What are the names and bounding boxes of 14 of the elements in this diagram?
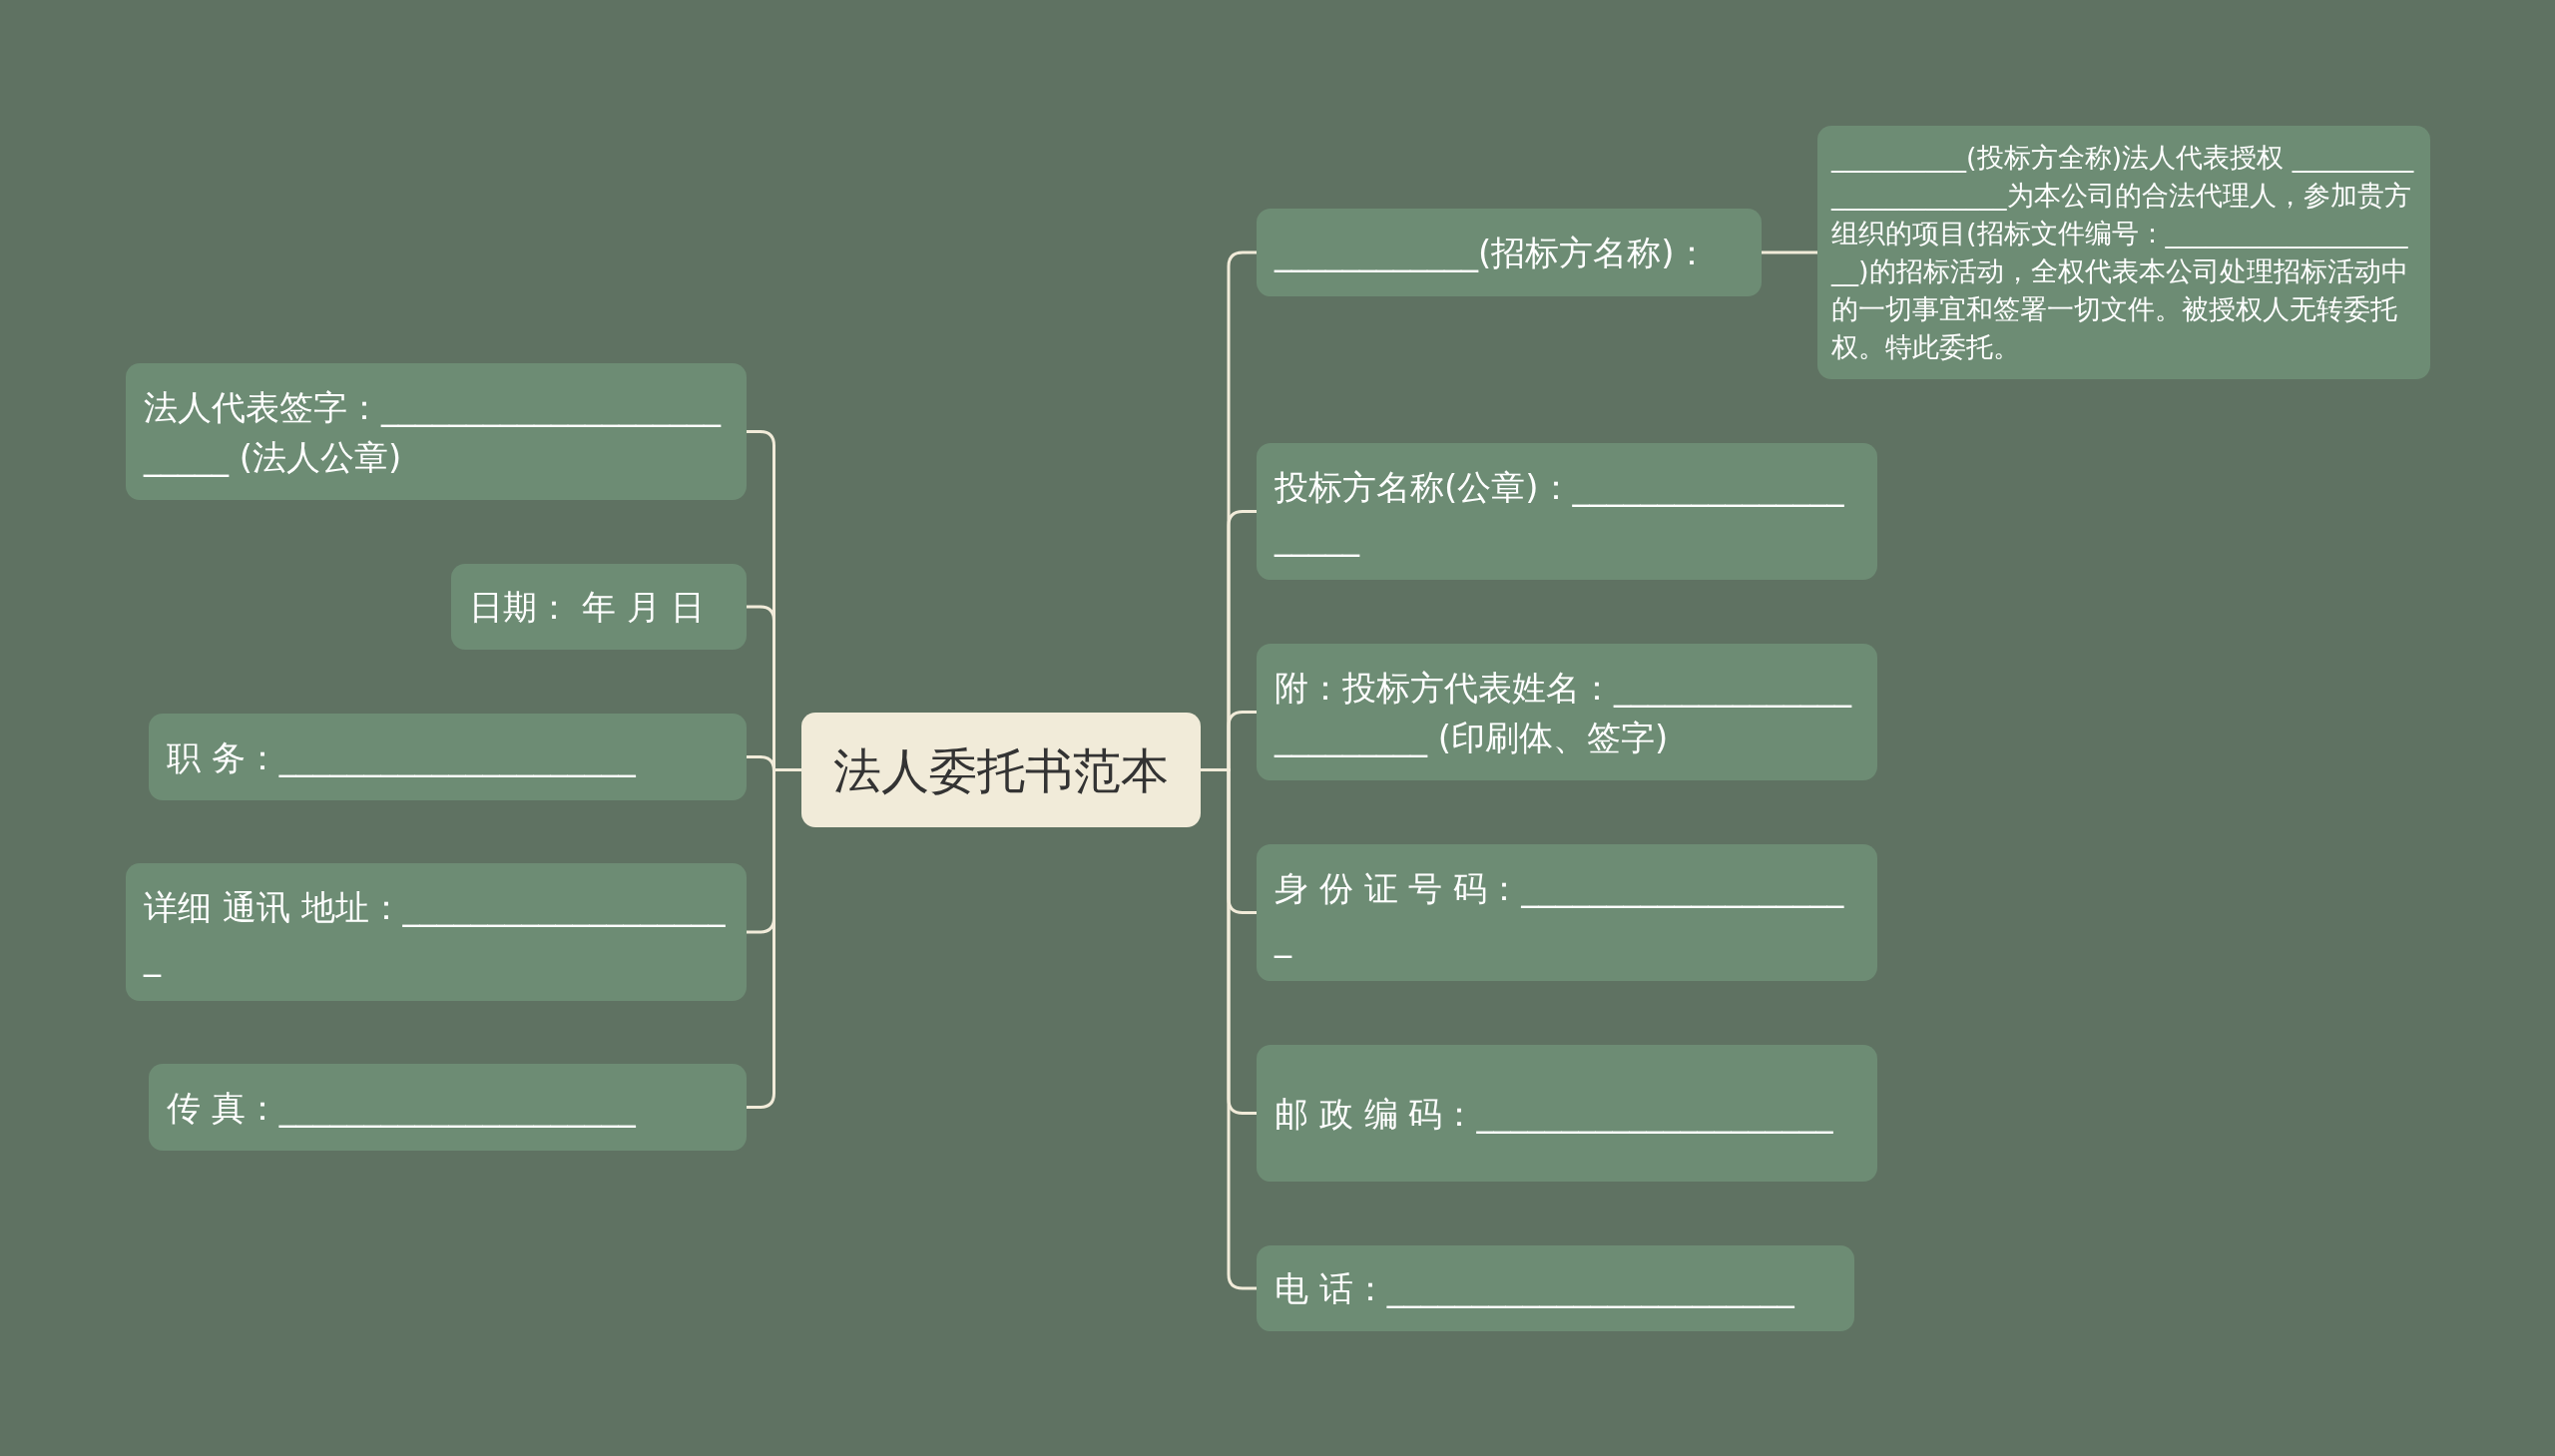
topic-box: 身 份 证 号 码：____________________ [1257,844,1877,981]
topic-box: 电 话：________________________ [1257,1245,1854,1331]
topic-box: ____________(招标方名称)： [1257,209,1762,296]
central-topic-box: 法人委托书范本 [801,713,1201,827]
topic-box: 日期： 年 月 日 [451,564,747,650]
topic-box: 附：投标方代表姓名：_______________________ (印刷体、签字) [1257,644,1877,780]
connector [1762,250,1817,254]
topic-box: __________(投标方全称)法人代表授权 ______________________为本公司的合法代理人，参加贵方组织的项目(招标文件编号：____________________)的招标活动，全权代表本公司处理招标活动中的一切事宜和签署一切文件。被授权人无转委托权。特此委托。 [1817,126,2430,379]
topic-box: 邮 政 编 码：_____________________ [1257,1045,1877,1182]
topic-box: 法人代表签字：_________________________ (法人公章) [126,363,747,500]
topic-box: 详细 通讯 地址：____________________ [126,863,747,1001]
topic-box: 投标方名称(公章)：_____________________ [1257,443,1877,580]
topic-box: 职 务：_____________________ [149,714,747,800]
topic-box: 传 真：_____________________ [149,1064,747,1151]
